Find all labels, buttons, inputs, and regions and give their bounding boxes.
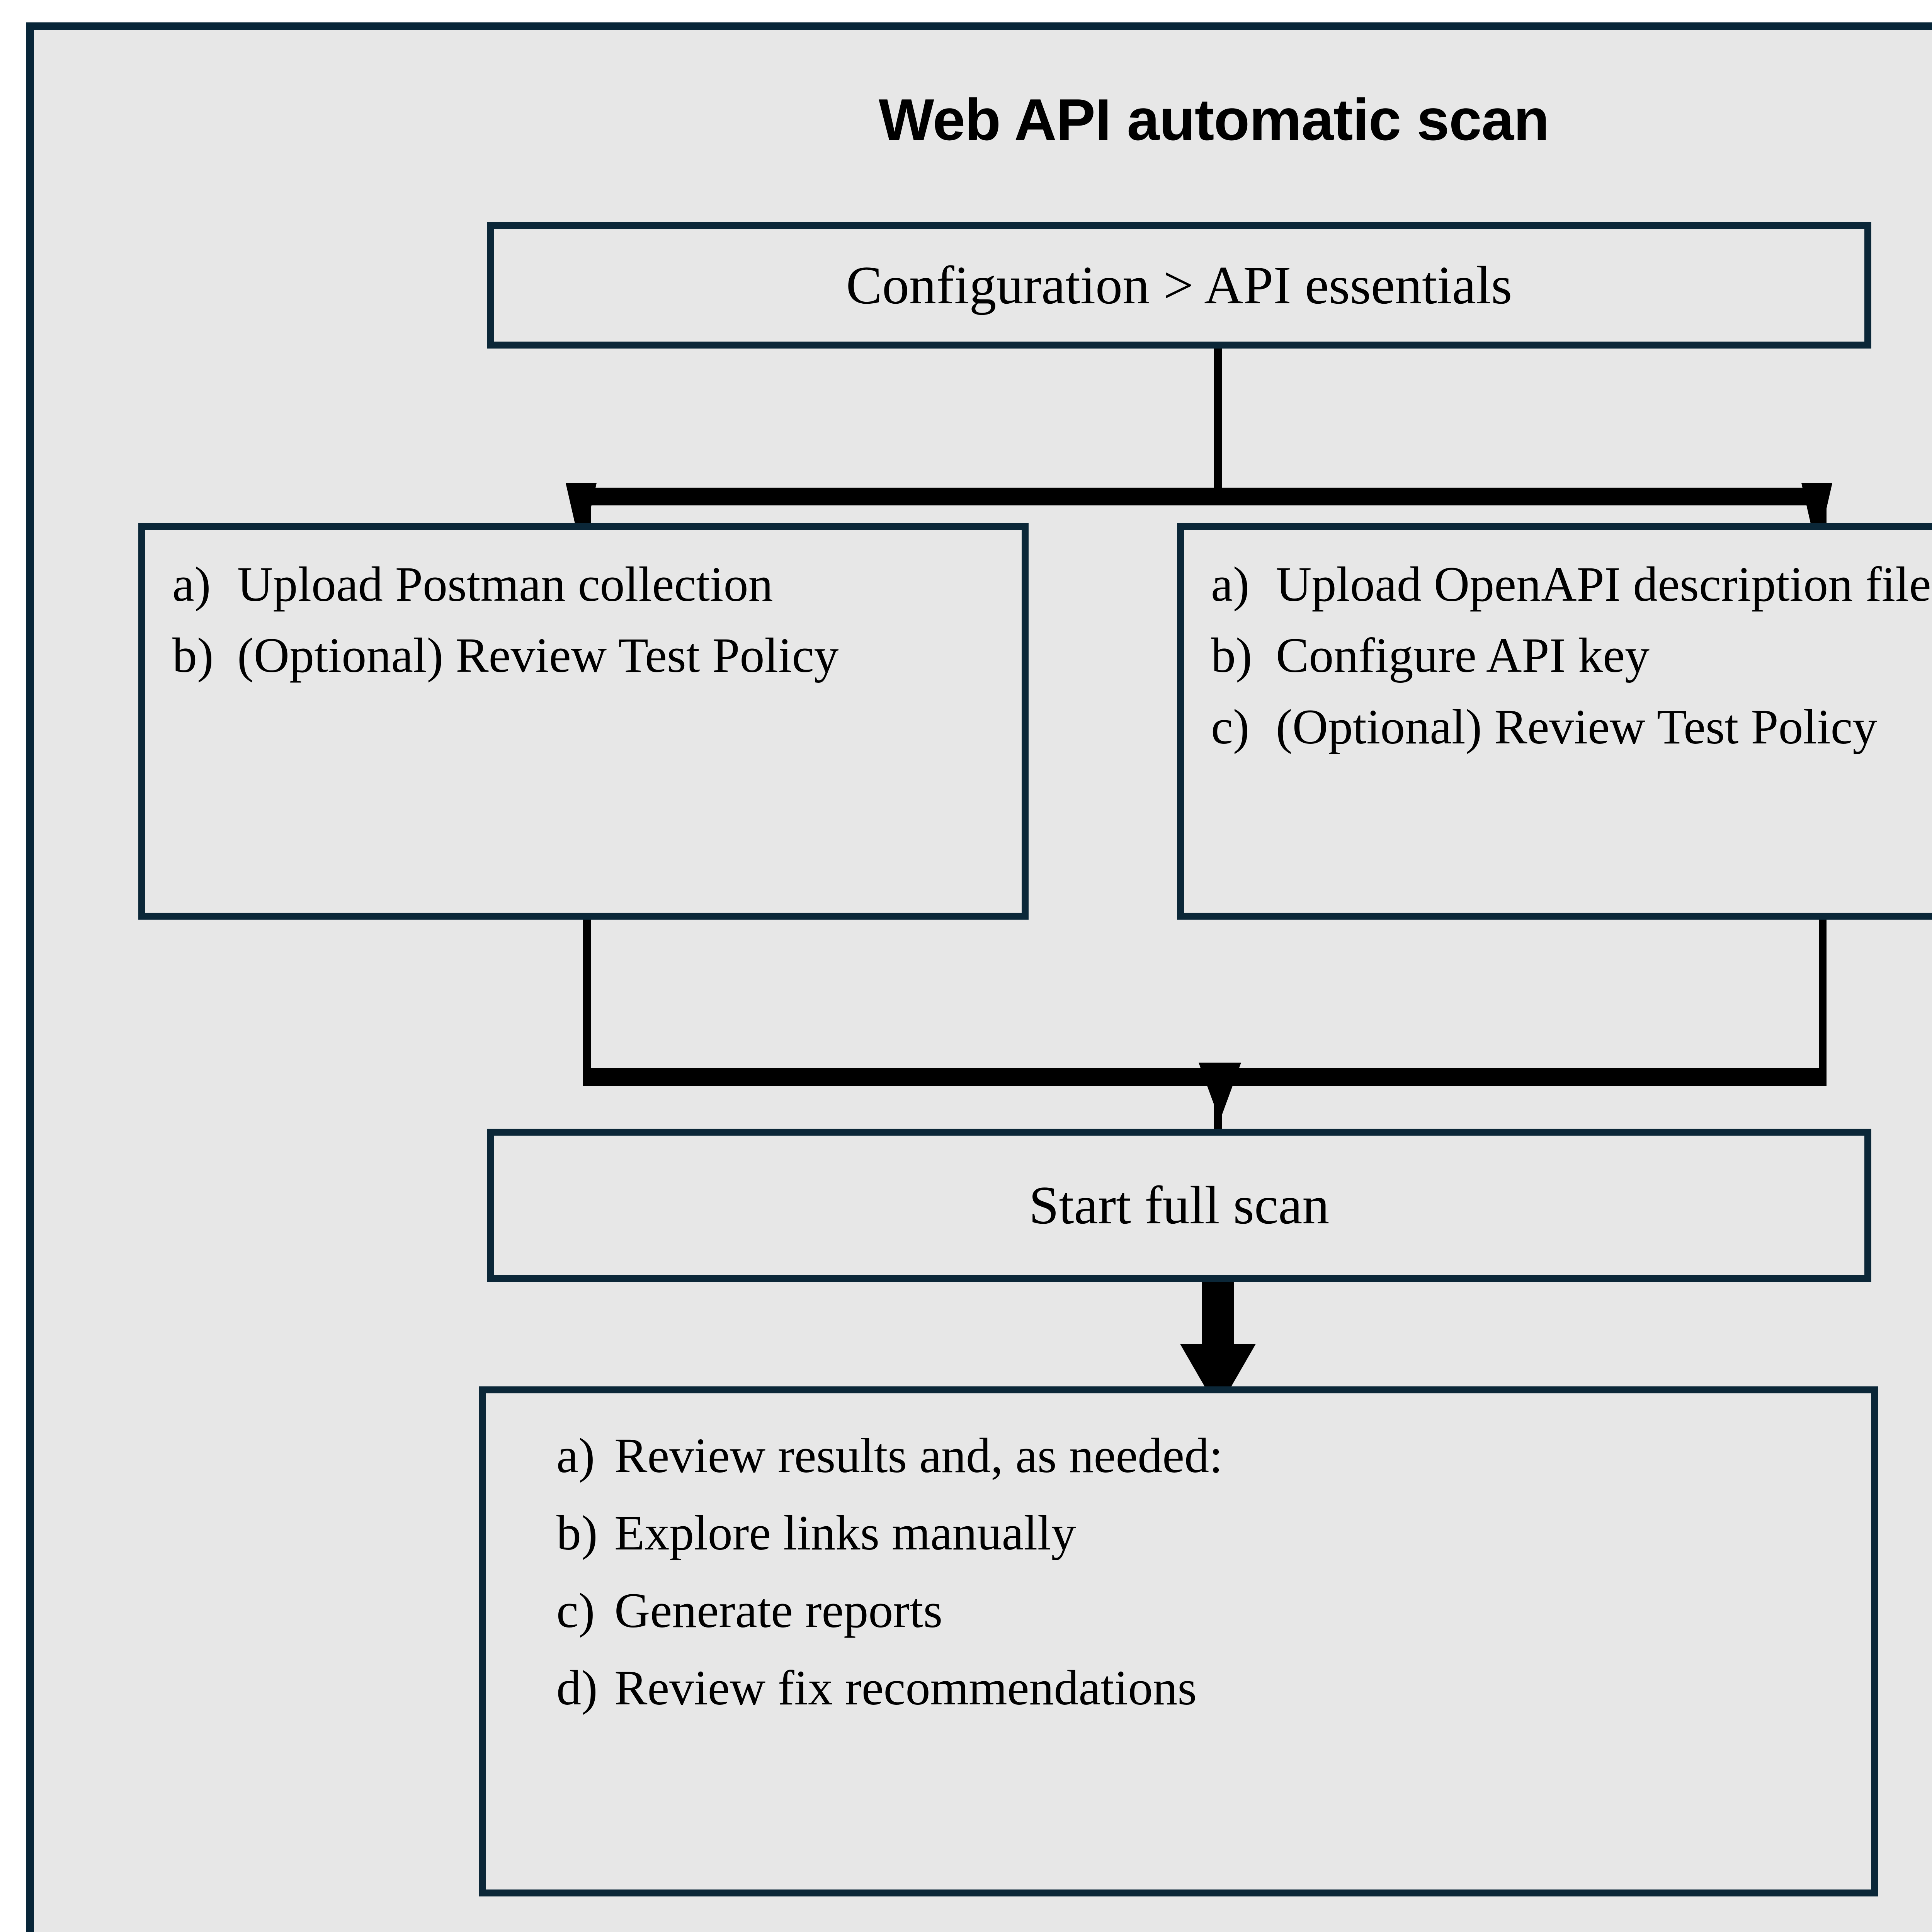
node-start-full-scan[interactable]: Start full scan xyxy=(487,1129,1871,1282)
list-item: b) Configure API key xyxy=(1211,623,1932,687)
step-text: Generate reports xyxy=(614,1583,943,1638)
step-text: Upload Postman collection xyxy=(237,557,773,612)
postman-step-list: a) Upload Postman collection b) (Optiona… xyxy=(145,530,1022,688)
step-text: Review fix recommendations xyxy=(614,1660,1197,1716)
connector-scan-to-results xyxy=(1202,1282,1234,1348)
step-text: Upload OpenAPI description file xyxy=(1276,557,1931,612)
step-marker: b) xyxy=(556,1505,598,1561)
step-marker: b) xyxy=(172,628,214,683)
step-marker: a) xyxy=(1211,557,1250,612)
step-marker: b) xyxy=(1211,628,1252,683)
connector-merge-left-rise xyxy=(583,920,591,1086)
list-item: d) Review fix recommendations xyxy=(556,1656,1871,1720)
node-postman-collection[interactable]: a) Upload Postman collection b) (Optiona… xyxy=(138,523,1029,920)
connector-split-bar xyxy=(583,488,1827,505)
node-start-full-scan-label: Start full scan xyxy=(1029,1175,1330,1235)
results-step-list: a) Review results and, as needed: b) Exp… xyxy=(486,1393,1871,1720)
diagram-frame: Web API automatic scan Configuration > A… xyxy=(26,22,1932,1932)
list-item: a) Review results and, as needed: xyxy=(556,1423,1871,1488)
step-marker: a) xyxy=(556,1428,595,1483)
step-text: (Optional) Review Test Policy xyxy=(1276,699,1878,754)
node-review-results[interactable]: a) Review results and, as needed: b) Exp… xyxy=(479,1386,1878,1896)
step-marker: a) xyxy=(172,557,211,612)
diagram-title: Web API automatic scan xyxy=(879,87,1549,153)
connector-config-stem xyxy=(1214,349,1222,488)
step-text: Explore links manually xyxy=(614,1505,1076,1561)
step-marker: c) xyxy=(1211,699,1250,754)
list-item: c) Generate reports xyxy=(556,1578,1871,1643)
list-item: b) Explore links manually xyxy=(556,1501,1871,1565)
step-text: (Optional) Review Test Policy xyxy=(237,628,839,683)
step-marker: d) xyxy=(556,1660,598,1716)
node-openapi-description[interactable]: a) Upload OpenAPI description file b) Co… xyxy=(1177,523,1932,920)
list-item: c) (Optional) Review Test Policy xyxy=(1211,695,1932,759)
arrow-down-icon-to-start-scan xyxy=(1199,1063,1241,1121)
list-item: b) (Optional) Review Test Policy xyxy=(172,623,1022,687)
step-marker: c) xyxy=(556,1583,595,1638)
connector-merge-right-rise xyxy=(1819,920,1827,1086)
step-text: Review results and, as needed: xyxy=(614,1428,1223,1483)
list-item: a) Upload OpenAPI description file xyxy=(1211,552,1932,616)
list-item: a) Upload Postman collection xyxy=(172,552,1022,616)
openapi-step-list: a) Upload OpenAPI description file b) Co… xyxy=(1184,530,1932,759)
node-configuration-api-essentials[interactable]: Configuration > API essentials xyxy=(487,222,1871,349)
step-text: Configure API key xyxy=(1276,628,1650,683)
node-configuration-label: Configuration > API essentials xyxy=(846,255,1512,315)
